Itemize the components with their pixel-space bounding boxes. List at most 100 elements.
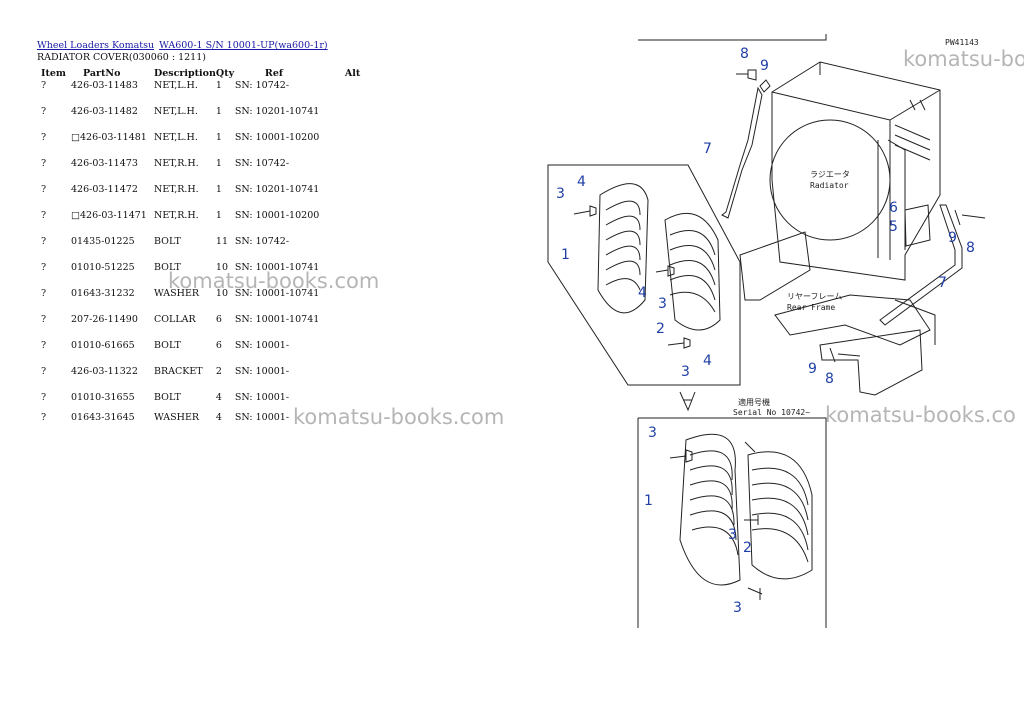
alt-cell bbox=[345, 366, 365, 392]
qty-cell: 10 bbox=[215, 288, 229, 299]
qty-cell: 10 bbox=[215, 262, 229, 273]
callout-8-right: 8 bbox=[966, 240, 975, 256]
rear-frame-label-jp: リヤーフレーム bbox=[787, 292, 842, 301]
callout-4-inset-bottom: 4 bbox=[703, 353, 712, 369]
header-alt: Alt bbox=[344, 67, 361, 79]
alt-cell bbox=[345, 132, 365, 158]
ref-cell: SN: 10201-10741 bbox=[234, 106, 320, 117]
partno-cell: 01010-31655 bbox=[71, 392, 135, 403]
alt-cell bbox=[345, 80, 365, 106]
partno-cell: 426-03-11482 bbox=[71, 106, 138, 117]
qty-cell: 4 bbox=[215, 412, 222, 423]
callout-3-inset: 3 bbox=[556, 186, 565, 202]
ref-cell: SN: 10001-10200 bbox=[234, 132, 320, 143]
item-cell: ? bbox=[41, 80, 47, 91]
partno-cell: 426-03-11483 bbox=[71, 80, 138, 91]
header-qty: Qty bbox=[215, 67, 235, 79]
description-cell: BOLT bbox=[154, 340, 181, 351]
partno-cell: 01010-51225 bbox=[71, 262, 135, 273]
description-cell: NET,R.H. bbox=[154, 184, 199, 195]
qty-cell: 6 bbox=[215, 340, 222, 351]
alt-cell bbox=[345, 184, 365, 210]
callout-7-right: 7 bbox=[938, 275, 947, 291]
partno-cell: 01010-61665 bbox=[71, 340, 135, 351]
breadcrumb: Wheel Loaders Komatsu WA600-1 S/N 10001-U… bbox=[37, 40, 328, 51]
item-cell: ? bbox=[41, 132, 47, 143]
callout-2-inset: 2 bbox=[656, 321, 665, 337]
rear-frame-label-en: Rear Frame bbox=[787, 303, 835, 312]
breadcrumb-link-wheel-loaders[interactable]: Wheel Loaders Komatsu bbox=[37, 40, 155, 51]
item-cell: ? bbox=[41, 288, 47, 299]
alt-cell bbox=[345, 236, 365, 262]
radiator-label-jp: ラジエータ bbox=[810, 170, 850, 179]
header-ref: Ref bbox=[264, 67, 283, 79]
ref-cell: SN: 10001-10741 bbox=[234, 262, 320, 273]
description-cell: NET,L.H. bbox=[154, 132, 198, 143]
diagram-code: PW41143 bbox=[945, 38, 979, 47]
header-item: Item bbox=[41, 67, 66, 79]
callout-4-inset: 4 bbox=[577, 174, 586, 190]
partno-cell: 01643-31232 bbox=[71, 288, 135, 299]
callout-3-inset-mid: 3 bbox=[658, 296, 667, 312]
qty-cell: 1 bbox=[215, 132, 222, 143]
item-cell: ? bbox=[41, 392, 47, 403]
serial-label-en: Serial No 10742~ bbox=[733, 408, 810, 417]
ref-cell: SN: 10742- bbox=[234, 236, 290, 247]
callout-3-lower-mid: 3 bbox=[728, 527, 737, 543]
description-cell: BOLT bbox=[154, 262, 181, 273]
description-cell: BOLT bbox=[154, 392, 181, 403]
ref-cell: SN: 10001-10741 bbox=[234, 314, 320, 325]
qty-cell: 1 bbox=[215, 184, 222, 195]
description-cell: BRACKET bbox=[154, 366, 203, 377]
qty-cell: 1 bbox=[215, 106, 222, 117]
partno-cell: 01643-31645 bbox=[71, 412, 135, 423]
callout-3-inset-bottom: 3 bbox=[681, 364, 690, 380]
radiator-cover-diagram: PW41143 ラジエータ Radiator リヤーフレーム Rear Fram… bbox=[547, 34, 986, 628]
alt-cell bbox=[345, 288, 365, 314]
ref-cell: SN: 10001- bbox=[234, 412, 290, 423]
callout-9-bottom: 9 bbox=[808, 361, 817, 377]
alt-cell bbox=[345, 412, 365, 426]
item-cell: ? bbox=[41, 236, 47, 247]
callout-8-top: 8 bbox=[740, 46, 749, 62]
item-cell: ? bbox=[41, 412, 47, 423]
alt-cell bbox=[345, 158, 365, 184]
item-cell: ? bbox=[41, 314, 47, 325]
description-cell: BOLT bbox=[154, 236, 181, 247]
qty-cell: 11 bbox=[215, 236, 229, 247]
description-cell: NET,R.H. bbox=[154, 210, 199, 221]
partno-cell: 426-03-11472 bbox=[71, 184, 138, 195]
description-cell: WASHER bbox=[154, 412, 200, 423]
table-row: ? 01010-51225 BOLT 10 SN: 10001-10741 bbox=[37, 262, 365, 288]
alt-cell bbox=[345, 314, 365, 340]
description-cell: WASHER bbox=[154, 288, 200, 299]
table-row: ? 01643-31232 WASHER 10 SN: 10001-10741 bbox=[37, 288, 365, 314]
callout-5: 5 bbox=[889, 219, 898, 235]
callout-9-right: 9 bbox=[948, 230, 957, 246]
callout-8-bottom: 8 bbox=[825, 371, 834, 387]
description-cell: NET,L.H. bbox=[154, 106, 198, 117]
callout-9-top: 9 bbox=[760, 58, 769, 74]
page-title: RADIATOR COVER(030060 : 1211) bbox=[37, 52, 206, 63]
alt-cell bbox=[345, 262, 365, 288]
callout-3-lower-top: 3 bbox=[648, 425, 657, 441]
ref-cell: SN: 10001-10741 bbox=[234, 288, 320, 299]
item-cell: ? bbox=[41, 366, 47, 377]
partno-cell: □426-03-11471 bbox=[71, 210, 147, 221]
callout-6: 6 bbox=[889, 200, 898, 216]
description-cell: NET,R.H. bbox=[154, 158, 199, 169]
table-row: ? 01643-31645 WASHER 4 SN: 10001- bbox=[37, 412, 365, 426]
breadcrumb-link-model[interactable]: WA600-1 S/N 10001-UP(wa600-1r) bbox=[159, 40, 328, 51]
callout-7-left: 7 bbox=[703, 141, 712, 157]
qty-cell: 1 bbox=[215, 80, 222, 91]
callout-1-inset: 1 bbox=[561, 247, 570, 263]
partno-cell: 426-03-11322 bbox=[71, 366, 138, 377]
callout-3-lower-bottom: 3 bbox=[733, 600, 742, 616]
item-cell: ? bbox=[41, 262, 47, 273]
